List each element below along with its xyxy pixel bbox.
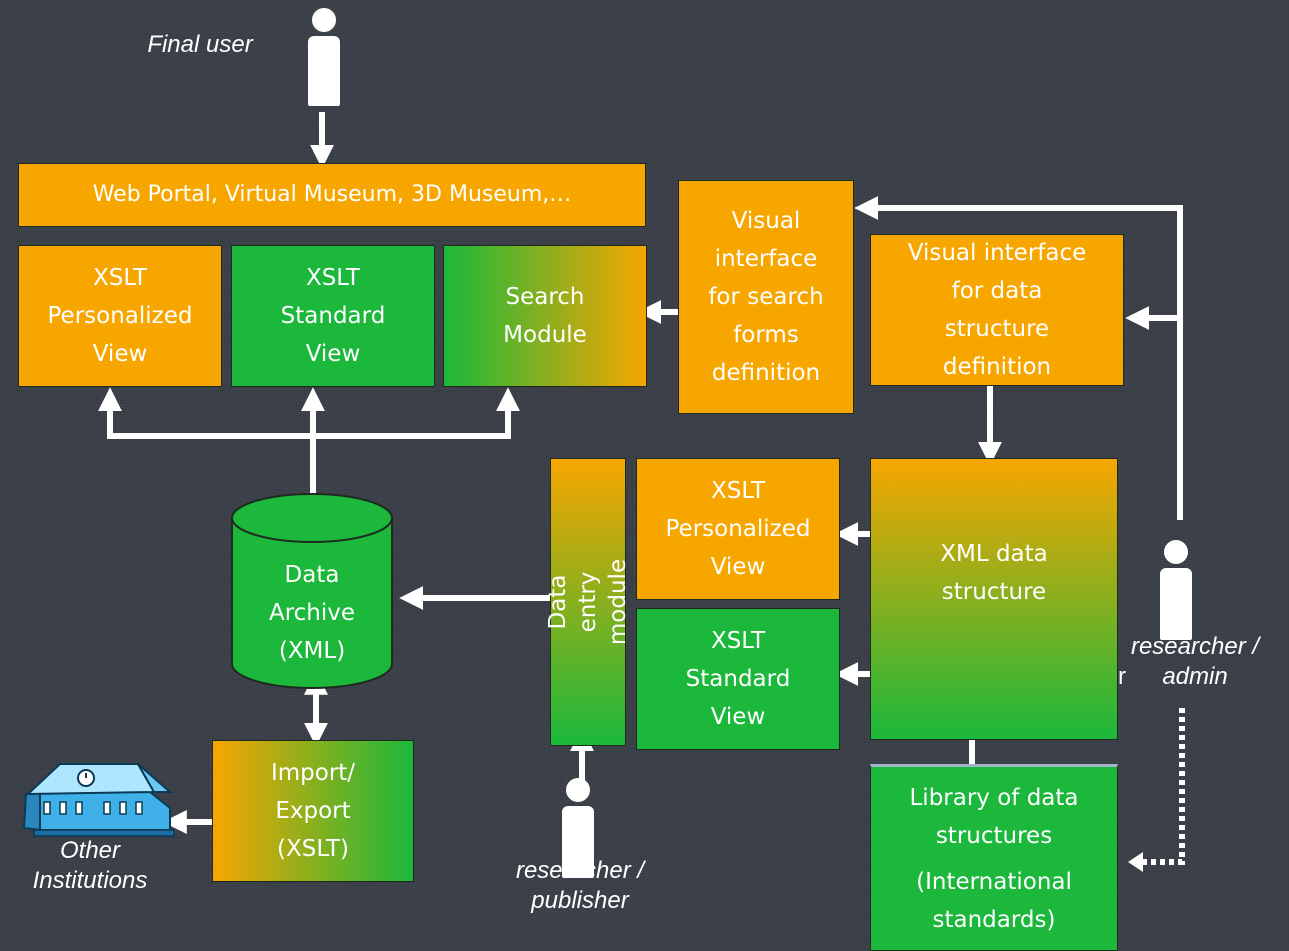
researcher-admin-icon bbox=[1158, 540, 1194, 640]
visual-search-forms-box: Visual interface for search forms defini… bbox=[678, 180, 854, 414]
data-archive-cylinder: Data Archive (XML) bbox=[230, 492, 394, 692]
xslt-personalized-view-top: XSLT Personalized View bbox=[18, 245, 222, 387]
connector-admin-line bbox=[854, 196, 1183, 520]
researcher-publisher-label: researcher / publisher bbox=[515, 857, 645, 914]
arrow-admin-to-library bbox=[1140, 708, 1185, 865]
xslt-standard-view-mid: XSLT Standard View bbox=[636, 608, 840, 750]
final-user-label: Final user bbox=[147, 31, 253, 58]
web-portal-box: Web Portal, Virtual Museum, 3D Museum,… bbox=[18, 163, 646, 227]
stray-glyph: r bbox=[1118, 663, 1126, 690]
final-user-icon bbox=[306, 8, 342, 106]
arrow-admin-to-library-head bbox=[1128, 852, 1143, 872]
xslt-personalized-view-mid: XSLT Personalized View bbox=[636, 458, 840, 600]
other-institutions-label: Other Institutions bbox=[32, 837, 148, 894]
data-entry-module-label: Data entry module bbox=[545, 558, 631, 646]
visual-data-structure-box: Visual interface for data structure defi… bbox=[870, 234, 1124, 386]
xslt-standard-view-top: XSLT Standard View bbox=[231, 245, 435, 387]
library-data-structures-box: Library of data structures (Internationa… bbox=[870, 764, 1118, 951]
library-subtitle: (International standards) bbox=[916, 869, 1072, 933]
building-icon bbox=[22, 763, 175, 837]
search-module-box: Search Module bbox=[443, 245, 647, 387]
researcher-admin-label: researcher / admin bbox=[1130, 633, 1260, 690]
import-export-box: Import/ Export (XSLT) bbox=[212, 740, 414, 882]
data-archive-label: Data Archive (XML) bbox=[268, 562, 356, 664]
data-entry-module-box: Data entry module bbox=[545, 458, 631, 746]
xml-data-structure-box: XML data structure bbox=[870, 458, 1118, 740]
library-title: Library of data structures bbox=[909, 785, 1079, 849]
researcher-publisher-icon bbox=[560, 778, 596, 878]
